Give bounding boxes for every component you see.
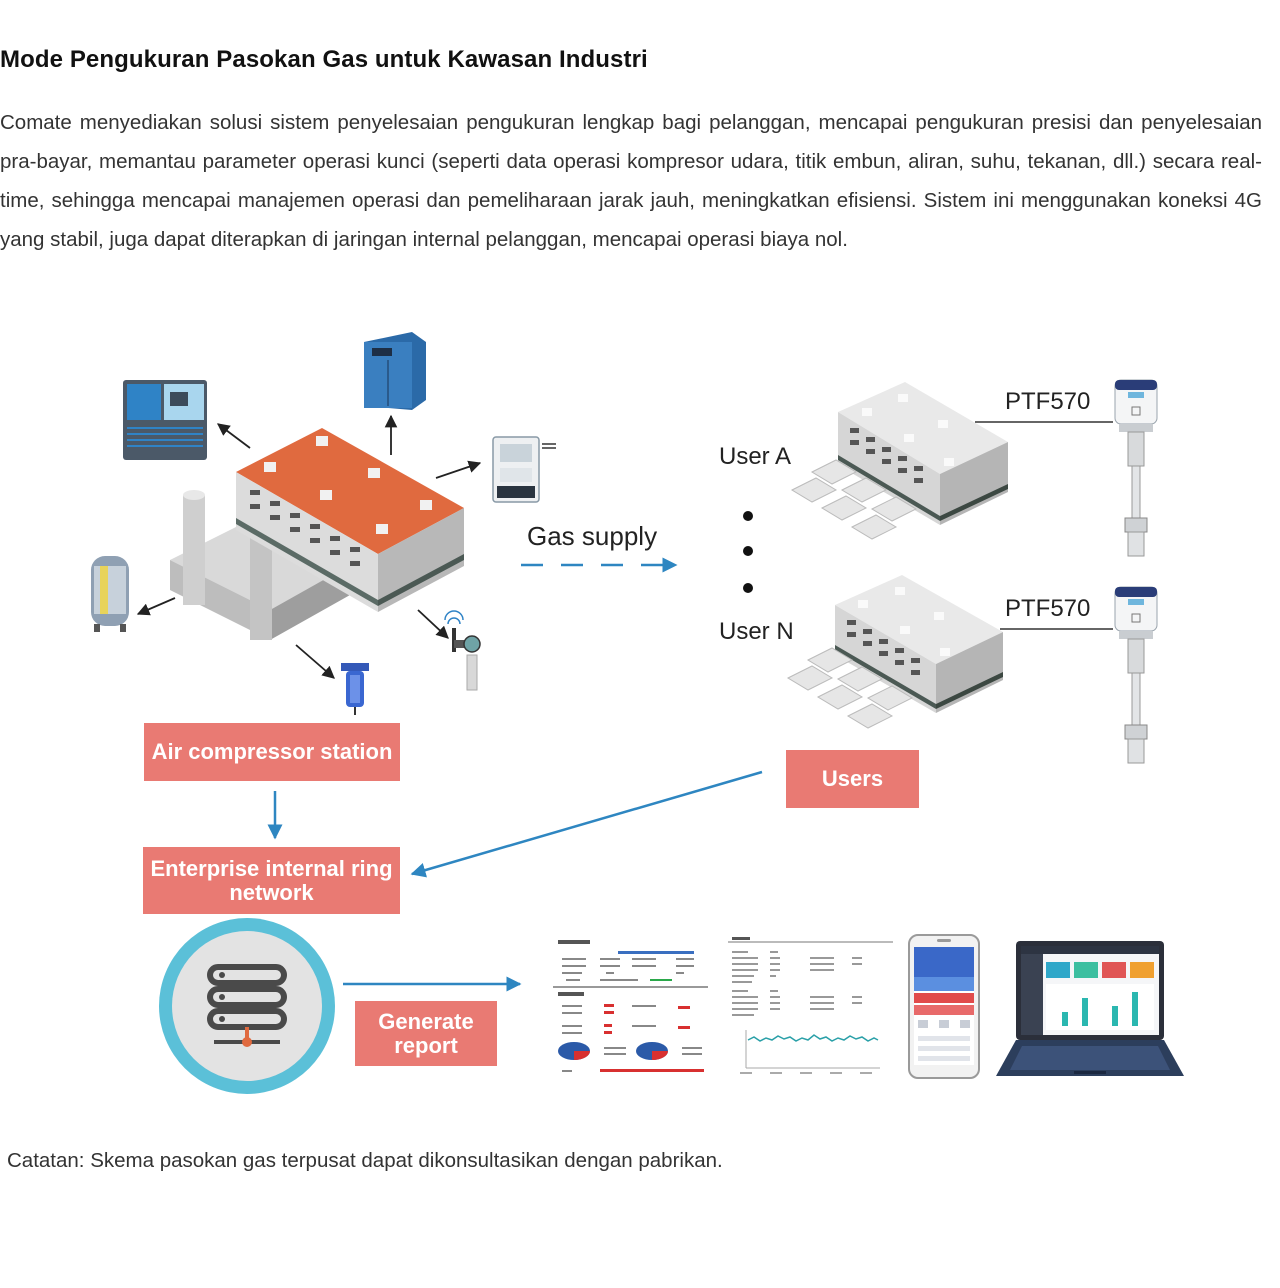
generate-report-box: Generate report	[355, 1001, 497, 1066]
ellipsis-dot	[743, 546, 753, 556]
meter-n-label: PTF570	[1005, 595, 1090, 622]
ptf570-meter-a-icon	[1114, 379, 1158, 557]
flow-meter-display-icon	[492, 436, 556, 503]
gas-supply-label: Gas supply	[527, 521, 657, 551]
filter-icon	[341, 663, 369, 715]
report-document-icon	[553, 935, 708, 1075]
users-to-network-arrow	[410, 770, 763, 878]
trend-report-icon	[728, 935, 893, 1077]
wireless-sensor-icon	[444, 610, 481, 691]
air-dryer-icon	[123, 380, 207, 460]
ellipsis-dot	[743, 583, 753, 593]
user-n-building-icon	[786, 575, 1003, 729]
mobile-phone-icon	[908, 934, 980, 1079]
user-a-label: User A	[719, 443, 791, 470]
user-a-building-icon	[790, 382, 1008, 540]
intro-paragraph: Comate menyediakan solusi sistem penyele…	[0, 111, 1262, 251]
compressor-cabinet-icon	[364, 332, 426, 410]
server-icon	[159, 918, 335, 1094]
air-compressor-station-box: Air compressor station	[144, 723, 400, 781]
factory-icon	[170, 428, 464, 640]
page-title: Mode Pengukuran Pasokan Gas untuk Kawasa…	[0, 46, 648, 73]
ptf570-meter-n-icon	[1114, 586, 1158, 764]
user-n-label: User N	[719, 618, 794, 645]
users-box: Users	[786, 750, 919, 808]
air-tank-icon	[91, 556, 129, 632]
footnote: Catatan: Skema pasokan gas terpusat dapa…	[7, 1149, 723, 1172]
meter-a-label: PTF570	[1005, 388, 1090, 415]
enterprise-network-box: Enterprise internal ring network	[143, 847, 400, 914]
ellipsis-dot	[743, 511, 753, 521]
laptop-icon	[996, 941, 1184, 1076]
